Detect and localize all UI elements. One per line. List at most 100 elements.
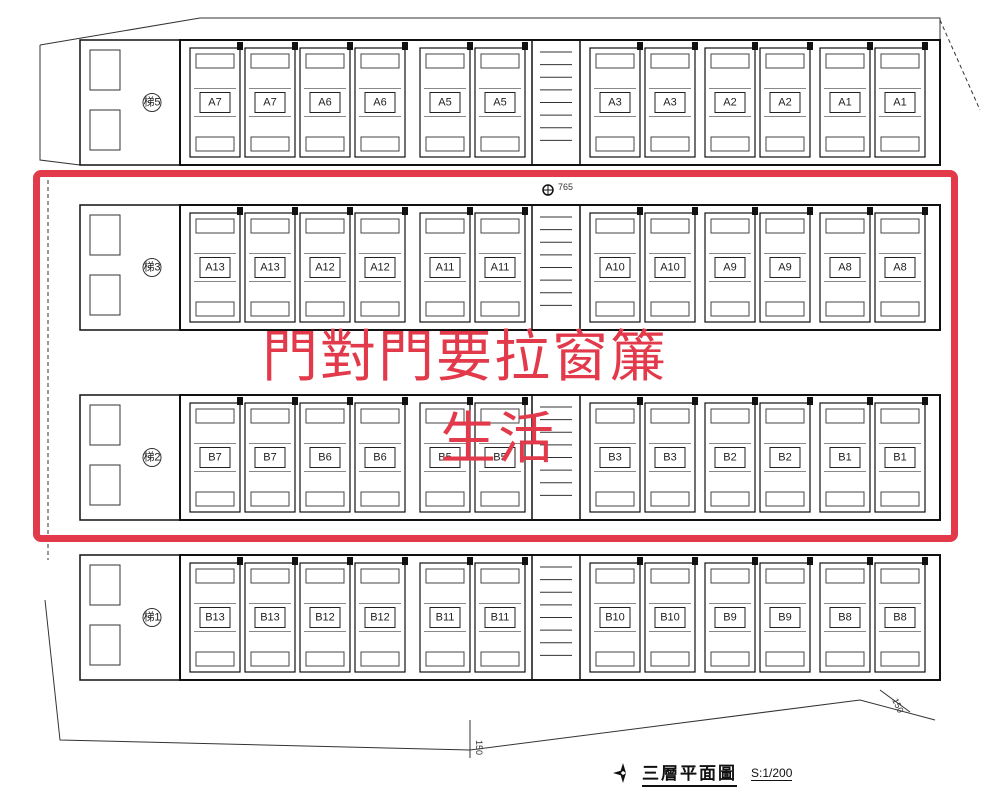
stair-label: 梯1 <box>143 610 160 623</box>
central-stair <box>531 39 581 166</box>
unit-b2: B2 <box>704 397 758 513</box>
dimension-bottom: 150 <box>469 720 484 758</box>
unit-label: A1 <box>838 96 851 108</box>
unit-label: A12 <box>315 261 335 273</box>
unit-label: B3 <box>608 451 621 463</box>
unit-label: B9 <box>778 611 791 623</box>
drawing-title-block: 三層平面圖 S:1/200 <box>612 759 793 787</box>
unit-label: B8 <box>893 611 906 623</box>
unit-a13: A13 <box>244 207 298 323</box>
unit-b11: B11 <box>474 557 528 673</box>
unit-a1: A1 <box>819 42 873 158</box>
stair-label: 梯5 <box>143 95 160 108</box>
unit-a9: A9 <box>759 207 813 323</box>
unit-b6: B6 <box>299 397 353 513</box>
unit-a5: A5 <box>474 42 528 158</box>
unit-a6: A6 <box>354 42 408 158</box>
unit-label: B3 <box>663 451 676 463</box>
central-stair <box>531 554 581 681</box>
unit-label: B12 <box>370 611 390 623</box>
stair-core: 梯3 <box>79 204 181 331</box>
unit-b7: B7 <box>244 397 298 513</box>
unit-a7: A7 <box>244 42 298 158</box>
stair-core: 梯1 <box>79 554 181 681</box>
unit-label: B1 <box>838 451 851 463</box>
unit-label: B11 <box>491 611 510 623</box>
unit-b13: B13 <box>244 557 298 673</box>
stair-core: 梯2 <box>79 394 181 521</box>
unit-b3: B3 <box>589 397 643 513</box>
unit-b5: B5 <box>419 397 473 513</box>
unit-label: A2 <box>778 96 791 108</box>
unit-label: A13 <box>260 261 280 273</box>
unit-a3: A3 <box>589 42 643 158</box>
unit-a2: A2 <box>759 42 813 158</box>
level-mark: 765 <box>542 182 573 196</box>
unit-a6: A6 <box>299 42 353 158</box>
unit-label: B5 <box>438 451 451 463</box>
stair-label: 梯2 <box>143 450 160 463</box>
unit-a8: A8 <box>874 207 928 323</box>
unit-a5: A5 <box>419 42 473 158</box>
annotation-line-1: 門對門要拉窗簾 <box>262 325 668 390</box>
unit-label: B7 <box>263 451 276 463</box>
unit-a11: A11 <box>474 207 528 323</box>
unit-b11: B11 <box>419 557 473 673</box>
unit-b10: B10 <box>589 557 643 673</box>
unit-label: A8 <box>893 261 906 273</box>
unit-label: B8 <box>838 611 851 623</box>
unit-label: A6 <box>373 96 386 108</box>
unit-label: B1 <box>893 451 906 463</box>
central-stair <box>531 394 581 521</box>
unit-a11: A11 <box>419 207 473 323</box>
unit-a10: A10 <box>589 207 643 323</box>
unit-a7: A7 <box>189 42 243 158</box>
unit-label: A13 <box>205 261 225 273</box>
unit-b9: B9 <box>704 557 758 673</box>
svg-text:150: 150 <box>474 740 484 755</box>
unit-label: A6 <box>318 96 331 108</box>
north-arrow-icon <box>613 763 626 783</box>
unit-label: B7 <box>208 451 221 463</box>
drawing-scale: S:1/200 <box>751 765 793 781</box>
central-stair <box>531 204 581 331</box>
unit-label: A11 <box>491 261 510 273</box>
unit-b5: B5 <box>474 397 528 513</box>
unit-label: A9 <box>723 261 736 273</box>
unit-label: A11 <box>436 261 455 273</box>
unit-a9: A9 <box>704 207 758 323</box>
unit-label: B13 <box>260 611 280 623</box>
unit-label: B12 <box>315 611 335 623</box>
unit-label: A10 <box>660 261 680 273</box>
unit-label: A8 <box>838 261 851 273</box>
annotation-line-2: 生活 <box>440 407 556 472</box>
unit-a3: A3 <box>644 42 698 158</box>
row-a-bottom: 梯3 A13 A13 A12 A12 A11 A11 A10 A10 A9 A9 A8 A8 <box>79 204 941 331</box>
unit-b12: B12 <box>354 557 408 673</box>
unit-label: A5 <box>493 96 506 108</box>
unit-a10: A10 <box>644 207 698 323</box>
stair-label: 梯3 <box>143 260 160 273</box>
unit-label: A10 <box>605 261 625 273</box>
unit-label: B13 <box>205 611 225 623</box>
unit-b8: B8 <box>819 557 873 673</box>
unit-b13: B13 <box>189 557 243 673</box>
unit-a2: A2 <box>704 42 758 158</box>
drawing-title: 三層平面圖 <box>642 759 737 787</box>
unit-a1: A1 <box>874 42 928 158</box>
unit-label: A3 <box>608 96 621 108</box>
unit-label: B2 <box>723 451 736 463</box>
unit-a12: A12 <box>354 207 408 323</box>
unit-label: A5 <box>438 96 451 108</box>
level-mark-label: 765 <box>558 182 573 192</box>
unit-label: B11 <box>436 611 455 623</box>
unit-b1: B1 <box>874 397 928 513</box>
unit-label: A1 <box>893 96 906 108</box>
unit-label: B6 <box>318 451 331 463</box>
unit-b12: B12 <box>299 557 353 673</box>
unit-b2: B2 <box>759 397 813 513</box>
